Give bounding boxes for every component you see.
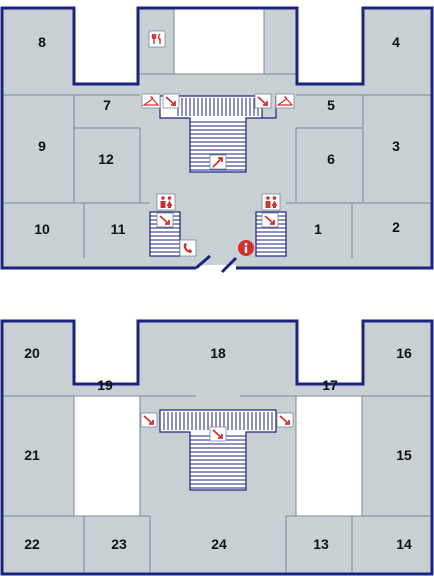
atrium-void <box>173 7 265 75</box>
hanger-icon <box>141 93 161 109</box>
room-label: 3 <box>392 138 400 154</box>
arrow-icon <box>140 412 158 428</box>
room-label: 21 <box>24 447 40 463</box>
entrance-door-left <box>195 254 211 270</box>
room-label: 12 <box>98 151 114 167</box>
room-label: 24 <box>211 536 227 552</box>
ground-central-stairs <box>159 95 277 173</box>
arrow-icon <box>261 212 279 228</box>
arrow-icon <box>162 93 180 109</box>
telephone-icon <box>179 239 197 257</box>
room-label: 18 <box>210 345 226 361</box>
entrance-door-right <box>220 256 238 274</box>
left-void <box>73 395 141 517</box>
arrow-icon <box>209 154 227 170</box>
information-icon <box>238 240 254 256</box>
right-void <box>295 395 363 517</box>
upper-partitions <box>2 395 432 574</box>
room-label: 23 <box>111 536 127 552</box>
entrance-opening <box>196 265 236 271</box>
room-label: 22 <box>24 536 40 552</box>
restroom-icon <box>156 193 176 211</box>
upper-floor: 20 18 16 19 17 21 15 22 23 24 13 14 <box>0 319 434 576</box>
arrow-icon <box>254 93 272 109</box>
room-label: 16 <box>396 345 412 361</box>
room-label: 1 <box>314 221 322 237</box>
arrow-icon <box>276 412 294 428</box>
room-label: 7 <box>103 97 111 113</box>
room-label: 5 <box>327 97 335 113</box>
room-label: 17 <box>322 377 338 393</box>
arrow-icon <box>209 426 227 442</box>
room-label: 2 <box>392 219 400 235</box>
upper-outer-walls <box>0 319 434 576</box>
hanger-icon <box>275 93 295 109</box>
room-label: 15 <box>396 447 412 463</box>
room-label: 20 <box>24 345 40 361</box>
room-label: 10 <box>34 221 50 237</box>
room-label: 13 <box>313 536 329 552</box>
ground-floor: 8 4 7 5 9 12 6 3 10 11 1 2 <box>0 6 434 274</box>
restroom-icon <box>261 193 281 211</box>
room-label: 8 <box>38 34 46 50</box>
room-label: 14 <box>396 536 412 552</box>
room-label: 4 <box>392 34 400 50</box>
room-label: 6 <box>327 151 335 167</box>
ground-room-labels: 8 4 7 5 9 12 6 3 10 11 1 2 <box>34 34 400 237</box>
room-label: 11 <box>111 221 126 237</box>
room-label: 9 <box>38 138 46 154</box>
arrow-icon <box>156 212 174 228</box>
fork-knife-icon <box>148 30 166 48</box>
ground-outer-walls <box>0 6 434 270</box>
upper-room-labels: 20 18 16 19 17 21 15 22 23 24 13 14 <box>24 345 412 552</box>
upper-central-stairs <box>159 409 277 491</box>
room-label: 19 <box>97 377 113 393</box>
ground-partitions <box>2 73 432 258</box>
